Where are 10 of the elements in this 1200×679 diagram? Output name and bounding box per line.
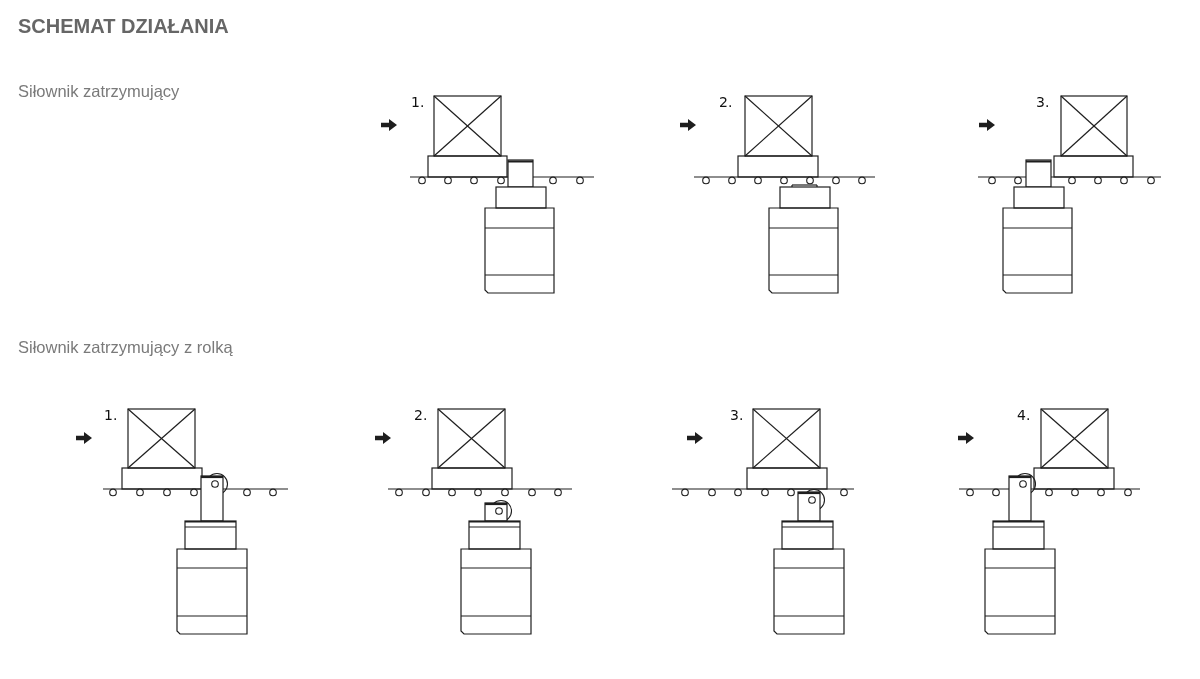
step-number: 2. <box>719 94 733 110</box>
step-number: 3. <box>1036 94 1050 110</box>
step-number: 1. <box>411 94 425 110</box>
step-number: 4. <box>1017 407 1031 423</box>
step-number: 1. <box>104 407 118 423</box>
section-heading: Siłownik zatrzymujący <box>18 82 180 101</box>
page-title: SCHEMAT DZIAŁANIA <box>18 15 229 38</box>
step-number: 2. <box>414 407 428 423</box>
section-heading: Siłownik zatrzymujący z rolką <box>18 338 233 357</box>
step-number: 3. <box>730 407 744 423</box>
